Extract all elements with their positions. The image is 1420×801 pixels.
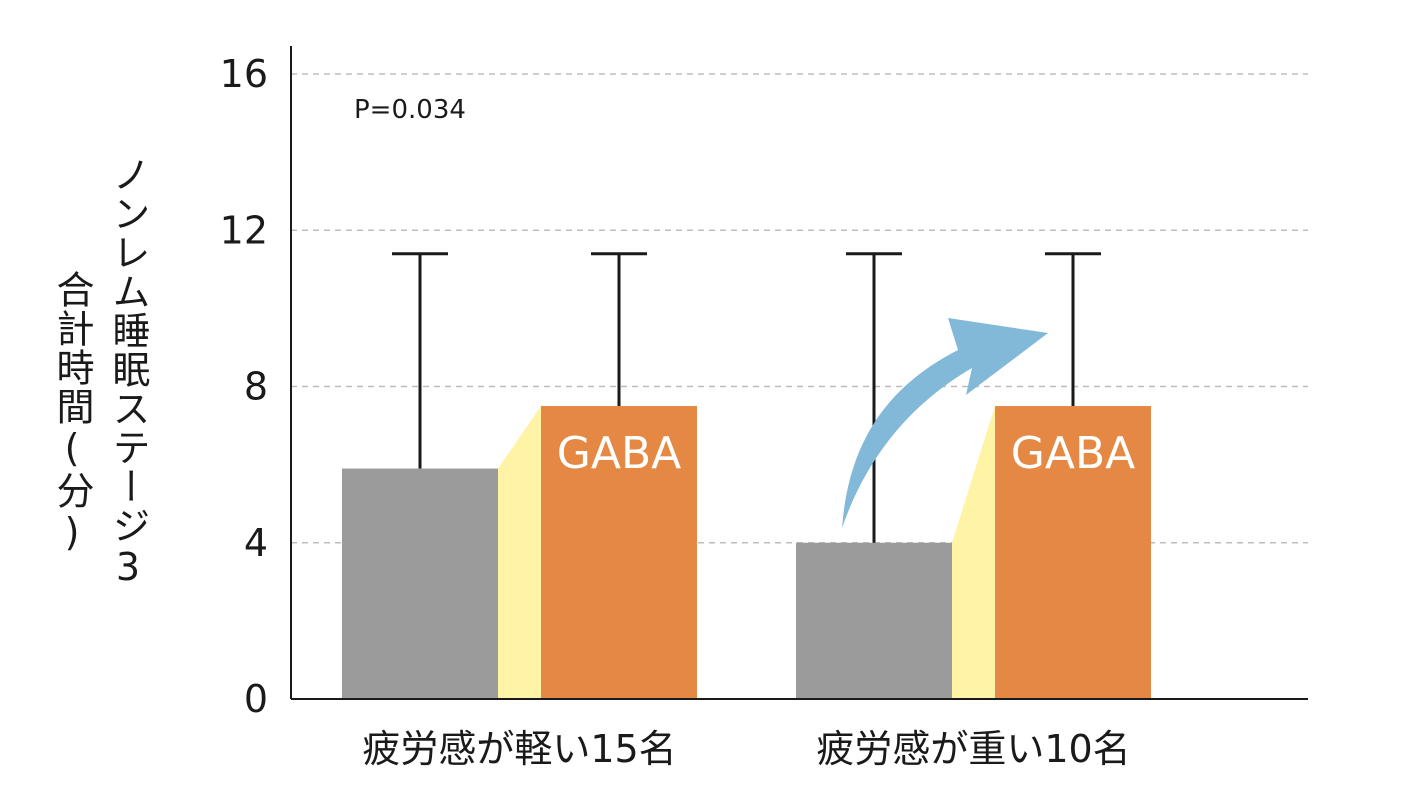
y-axis-label-sub: 合計時間(分)	[50, 270, 94, 555]
y-tick-label: 16	[220, 52, 268, 96]
bar-control	[342, 468, 498, 699]
bar-gaba	[541, 406, 697, 699]
increase-arrow	[842, 318, 1048, 528]
bar-gaba	[995, 406, 1151, 699]
error-bars	[392, 252, 1101, 543]
bar-label-gaba: GABA	[1011, 428, 1135, 479]
bar-labels: GABA GABA	[557, 428, 1135, 479]
y-tick-label: 12	[220, 208, 268, 252]
bars	[342, 406, 1151, 699]
y-tick-label: 0	[244, 677, 268, 721]
bar-control	[796, 542, 952, 699]
bar-connectors	[498, 406, 995, 699]
bar-connector	[498, 406, 541, 699]
y-axis-label-main: ノンレム睡眠ステージ3	[106, 155, 150, 590]
y-tick-label: 8	[244, 365, 268, 409]
x-category-labels: 疲労感が軽い15名 疲労感が重い10名	[362, 727, 1130, 771]
x-category-label: 疲労感が軽い15名	[362, 727, 676, 771]
arrow-icon	[842, 318, 1048, 528]
bar-connector	[952, 406, 995, 699]
x-category-label: 疲労感が重い10名	[816, 727, 1130, 771]
bar-label-gaba: GABA	[557, 428, 681, 479]
p-value-annotation: P=0.034	[354, 95, 466, 125]
y-tick-label: 4	[244, 521, 268, 565]
y-tick-labels: 0 4 8 12 16	[220, 52, 268, 721]
